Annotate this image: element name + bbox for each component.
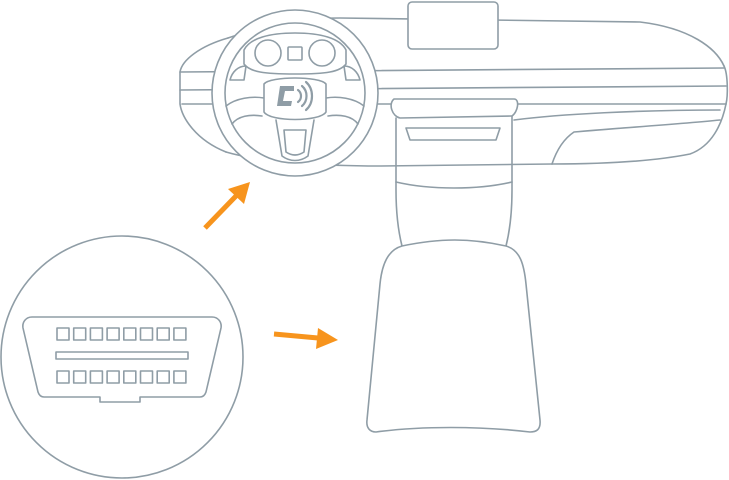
wireless-c-logo-icon <box>277 80 314 112</box>
steering-wheel <box>211 9 379 177</box>
obd2-pin <box>106 327 120 341</box>
obd2-pin <box>123 370 137 384</box>
obd2-pin <box>72 370 87 384</box>
infotainment-screen <box>407 1 499 50</box>
arrow-right-icon <box>273 328 338 349</box>
obd2-pin <box>72 327 87 341</box>
obd2-pin <box>173 370 187 384</box>
obd2-pins-bottom-row <box>56 370 187 384</box>
obd2-port-icon <box>22 316 222 403</box>
obd2-pin <box>56 327 70 341</box>
obd2-pin <box>123 327 137 341</box>
center-vents <box>390 98 519 141</box>
obd2-pin <box>139 327 154 341</box>
obd2-pin <box>89 370 104 384</box>
obd2-detail-circle <box>0 235 244 479</box>
obd2-pin <box>56 370 70 384</box>
obd2-pin <box>106 370 120 384</box>
obd2-pin <box>89 327 104 341</box>
obd2-pins-top-row <box>56 327 187 341</box>
center-console <box>366 115 541 433</box>
obd2-pin <box>139 370 154 384</box>
obd2-pin <box>156 327 170 341</box>
obd2-pin <box>173 327 187 341</box>
obd2-pin <box>156 370 170 384</box>
arrow-up-right-icon <box>203 182 250 230</box>
